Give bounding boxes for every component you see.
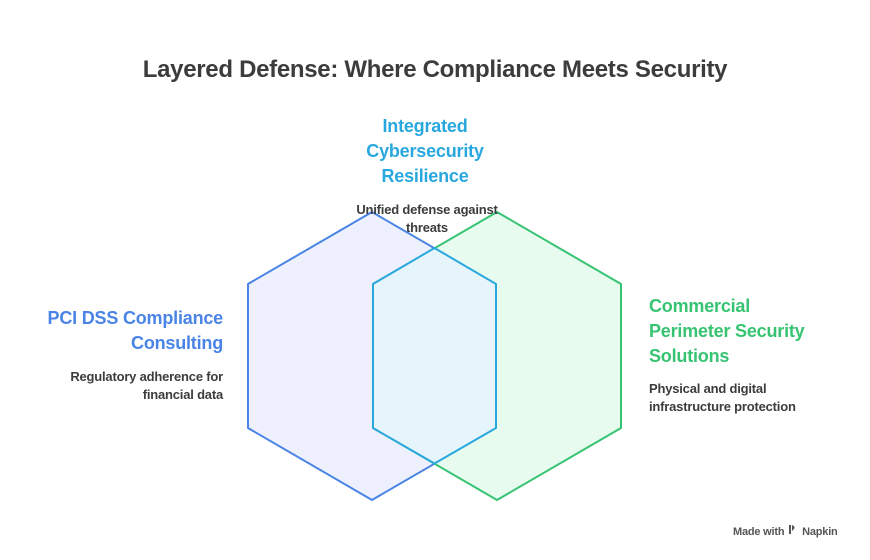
intersection-description: Unified defense against threats [356,202,498,235]
made-with-napkin-watermark[interactable]: Made with Napkin [733,524,838,538]
napkin-logo-icon [789,524,797,538]
diagram-title: Layered Defense: Where Compliance Meets … [142,56,728,83]
hexagon-overlap-region [372,247,497,465]
watermark-brand: Napkin [802,526,838,538]
pci-dss-heading: PCI DSS Compliance Consulting [47,308,224,353]
intersection-heading: Integrated Cybersecurity Resilience [366,116,484,186]
perimeter-security-heading: Commercial Perimeter Security Solutions [649,296,805,366]
watermark-prefix: Made with [733,526,785,538]
perimeter-security-description: Physical and digital infrastructure prot… [649,381,796,414]
pci-dss-description: Regulatory adherence for financial data [70,369,223,402]
